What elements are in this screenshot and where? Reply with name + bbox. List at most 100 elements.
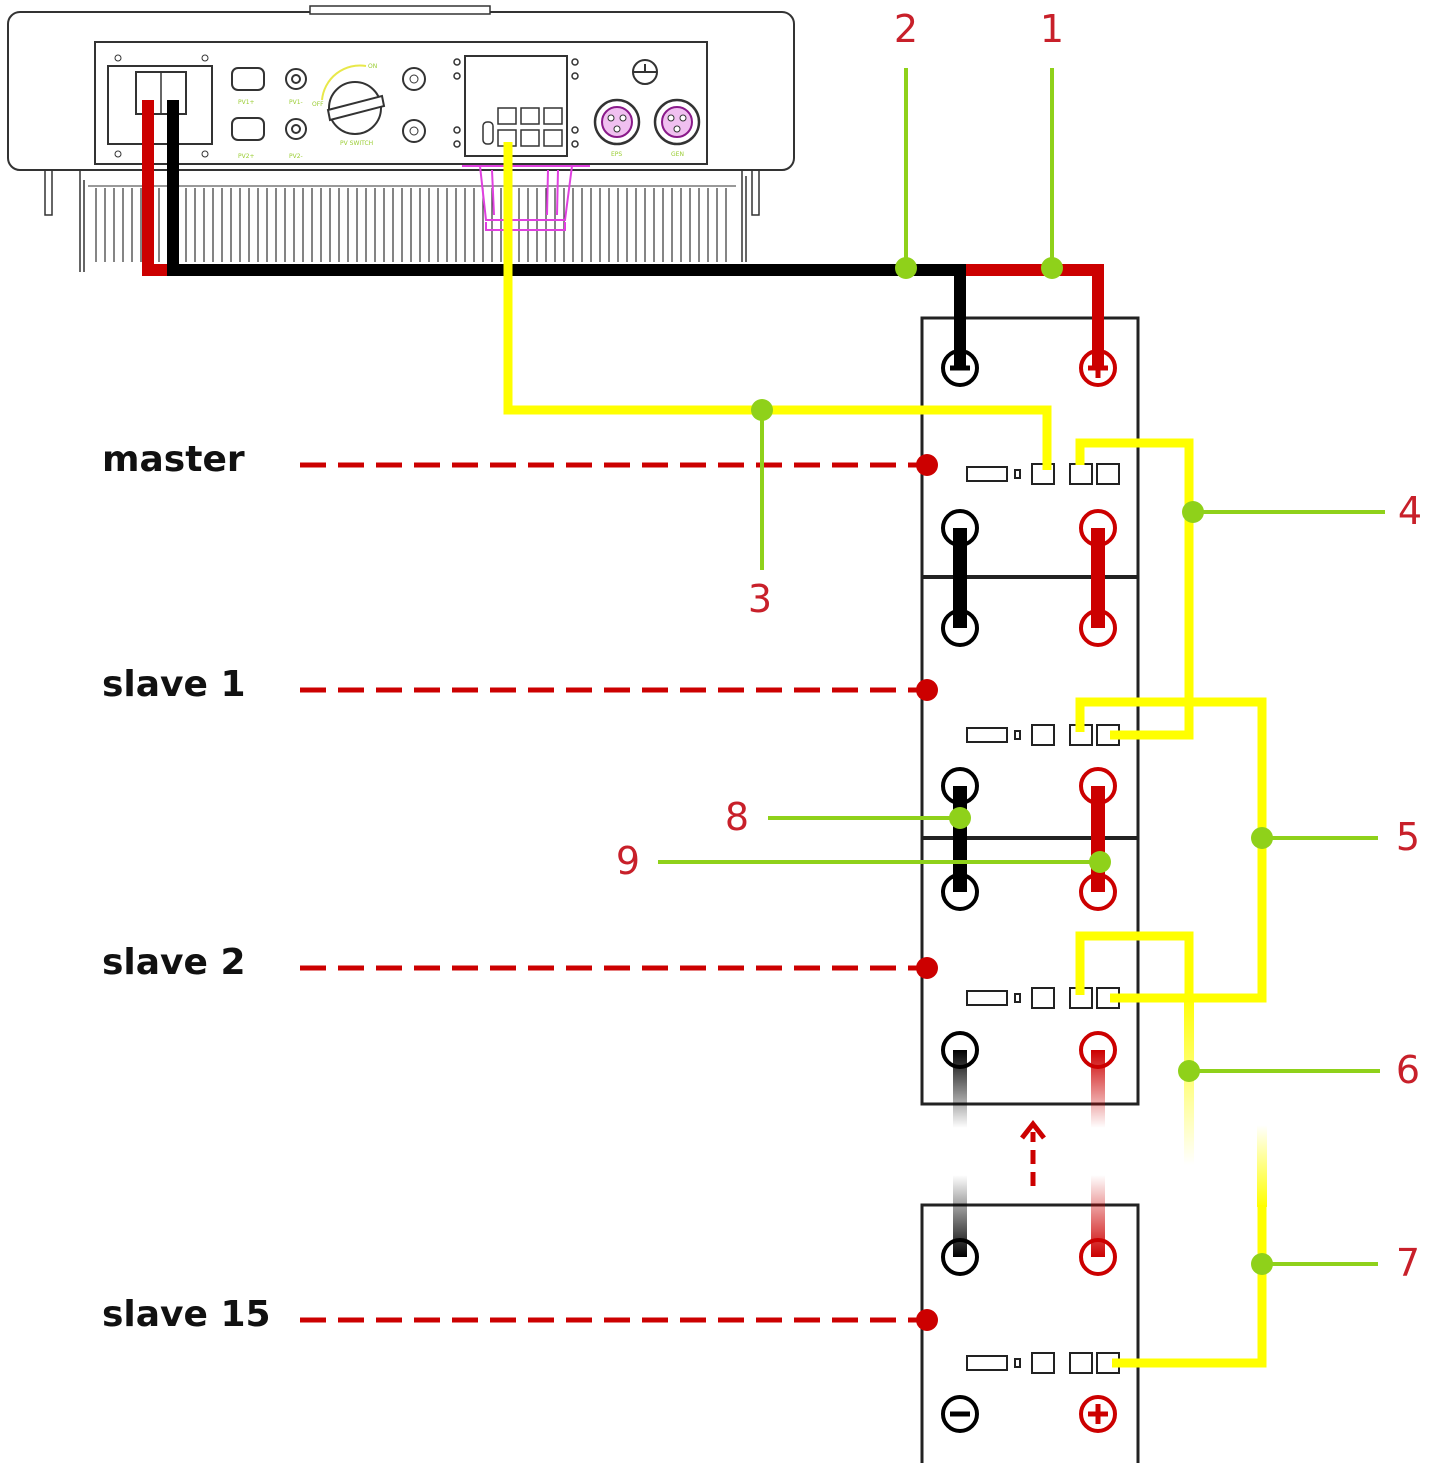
callout-anchor-dot — [1251, 827, 1273, 849]
role-label-slave2: slave 2 — [102, 942, 246, 983]
rj45-port[interactable] — [543, 107, 563, 125]
callout-anchor-dot — [1041, 257, 1063, 279]
negative-cable-fade-up — [953, 1175, 967, 1257]
role-label-slave1: slave 1 — [102, 664, 246, 705]
cable-gland — [462, 165, 590, 231]
callout-anchor-dot — [1178, 1060, 1200, 1082]
callout-2: 2 — [894, 7, 918, 279]
comm-port[interactable] — [1031, 724, 1055, 746]
minus-terminal-icon — [941, 609, 979, 647]
dip-switch[interactable] — [966, 990, 1008, 1006]
role-anchor-dot — [916, 679, 938, 701]
eps-label: EPS — [611, 151, 622, 158]
plus-terminal-icon — [1079, 609, 1117, 647]
comm-cable-slave2-out — [1075, 931, 1194, 995]
dip-switch[interactable] — [966, 727, 1008, 743]
comm-port-top[interactable] — [402, 67, 426, 91]
comm-cable-slave1-slave2 — [1075, 697, 1267, 1003]
comm-cable-fade-up — [1257, 1125, 1267, 1207]
pv-switch-label: PV SWITCH — [340, 140, 373, 147]
role-anchor-dot — [916, 957, 938, 979]
bms-sd-slot[interactable] — [482, 121, 494, 145]
pv1-positive-connector[interactable] — [231, 67, 265, 91]
minus-terminal-icon — [941, 1031, 979, 1069]
callout-number: 1 — [1040, 7, 1064, 51]
role-anchor-dot — [916, 1309, 938, 1331]
callout-number: 6 — [1396, 1048, 1420, 1092]
positive-cable-fade-up — [1091, 1175, 1105, 1257]
battery-role-labels: master slave 1 slave 2 slave 15 — [102, 439, 938, 1335]
plus-terminal-icon — [1079, 509, 1117, 547]
callout-number: 7 — [1396, 1241, 1420, 1285]
callout-7: 7 — [1251, 1241, 1420, 1285]
minus-terminal-icon — [941, 349, 979, 387]
plus-terminal-icon — [1079, 1395, 1117, 1433]
plus-terminal-icon — [1079, 1031, 1117, 1069]
callout-anchor-dot — [1182, 501, 1204, 523]
comm-port-in[interactable] — [1069, 1352, 1093, 1374]
rj45-port[interactable] — [520, 107, 540, 125]
pv-switch-knob[interactable] — [321, 64, 386, 135]
role-label-master: master — [102, 439, 245, 480]
battery-terminals — [941, 349, 1117, 1433]
role-anchor-dot — [916, 454, 938, 476]
comm-port-bottom[interactable] — [402, 119, 426, 143]
battery-comm-port-row — [966, 724, 1120, 746]
comm-cables — [503, 142, 1267, 1368]
callout-3: 3 — [748, 399, 773, 621]
minus-terminal-icon — [941, 1238, 979, 1276]
pv-switch-on-label: ON — [368, 63, 377, 70]
rj45-port[interactable] — [497, 107, 517, 125]
status-led-icon — [1014, 993, 1021, 1003]
callouts: 1 2 3 4 5 6 7 89 — [616, 7, 1422, 1285]
callout-4: 4 — [1182, 489, 1422, 533]
rj45-port[interactable] — [520, 129, 540, 147]
inverter-top-tab — [309, 5, 491, 15]
callout-9: 9 — [616, 839, 1111, 883]
negative-main-cable — [167, 100, 966, 368]
status-led-icon — [1014, 469, 1021, 479]
comm-port[interactable] — [1031, 1352, 1055, 1374]
comm-port[interactable] — [1031, 987, 1055, 1009]
eps-connector[interactable] — [593, 98, 641, 146]
positive-cable-fade-down — [1091, 1050, 1105, 1128]
pv2-positive-connector[interactable] — [231, 117, 265, 141]
plus-terminal-icon — [1079, 767, 1117, 805]
comm-cable-master-slave1 — [1075, 438, 1194, 740]
callout-anchor-dot — [895, 257, 917, 279]
dip-switch[interactable] — [966, 466, 1008, 482]
power-cables — [142, 100, 1105, 1257]
callout-anchor-dot — [751, 399, 773, 421]
comm-cable-slave15-in — [1112, 1205, 1267, 1368]
callout-number: 2 — [894, 7, 918, 51]
dip-switch[interactable] — [966, 1355, 1008, 1371]
negative-cable-fade-down — [953, 1050, 967, 1128]
callout-8: 8 — [725, 795, 971, 839]
callout-number: 5 — [1396, 815, 1420, 859]
inverter: PV1+ PV1- PV2+ PV2- ON OFF PV SWITCH — [7, 5, 795, 272]
ground-symbol-icon — [632, 59, 658, 85]
gen-label: GEN — [671, 151, 684, 158]
port-label-pv1-pos: PV1+ — [238, 99, 255, 106]
port-label-pv1-neg: PV1- — [289, 99, 303, 106]
comm-cable-inverter-master — [503, 142, 1052, 470]
role-label-slave15: slave 15 — [102, 1294, 271, 1335]
comm-port-out[interactable] — [1096, 463, 1120, 485]
gen-connector[interactable] — [653, 98, 701, 146]
minus-terminal-icon — [941, 767, 979, 805]
callout-number: 3 — [748, 577, 772, 621]
plus-terminal-icon — [1079, 349, 1117, 387]
callout-anchor-dot — [1251, 1253, 1273, 1275]
minus-terminal-icon — [941, 509, 979, 547]
battery-comm-port-row — [966, 463, 1120, 485]
pv-switch-off-label: OFF — [312, 101, 324, 108]
status-led-icon — [1014, 1358, 1021, 1368]
battery-comm-port-row — [966, 1352, 1120, 1374]
comm-port-in[interactable] — [1069, 463, 1093, 485]
callout-number: 8 — [725, 795, 749, 839]
callout-1: 1 — [1040, 7, 1064, 279]
callout-number: 4 — [1398, 489, 1422, 533]
callout-anchor-dot — [1089, 851, 1111, 873]
rj45-port[interactable] — [543, 129, 563, 147]
